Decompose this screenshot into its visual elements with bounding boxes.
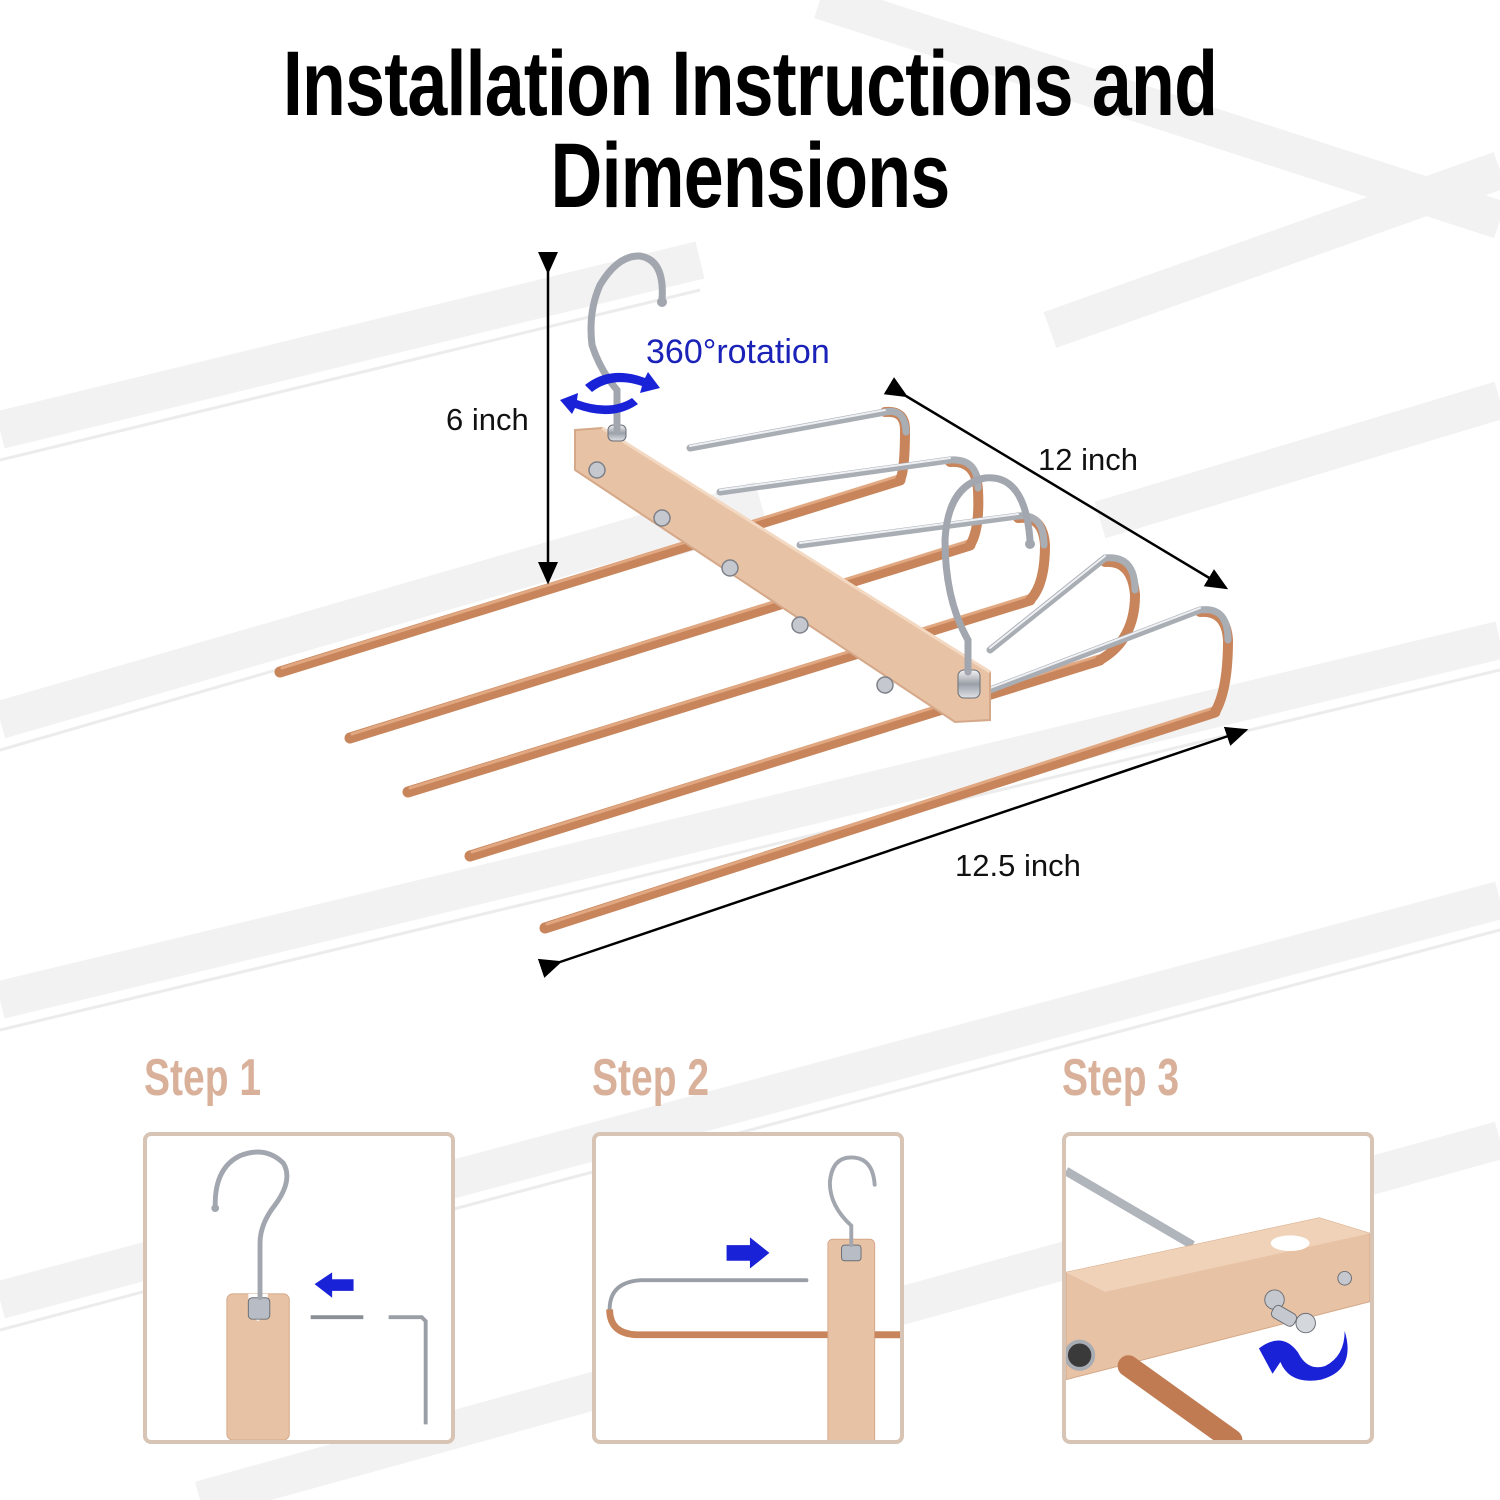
dimension-arrows: [537, 252, 1249, 978]
bolt-hole: [1066, 1339, 1096, 1371]
depth-dimension-label: 12 inch: [1038, 442, 1138, 477]
rotation-arrows-icon: [560, 372, 660, 415]
step-1-title: Step 1: [144, 1049, 262, 1107]
page-title: Installation Instructions and Dimensions: [282, 33, 1218, 227]
chrome-rod: [1066, 1167, 1195, 1249]
step-2-title: Step 2: [592, 1049, 710, 1107]
height-dimension-label: 6 inch: [446, 402, 529, 437]
curved-arrow-icon: [1258, 1330, 1348, 1381]
wooden-bar: [827, 1238, 876, 1440]
wooden-bar: [574, 424, 991, 724]
cap-nut-icon: [1264, 1289, 1316, 1334]
arrow-left-icon: [314, 1272, 354, 1298]
length-dimension-label: 12.5 inch: [955, 848, 1081, 883]
hook-icon: [212, 1149, 290, 1301]
copper-rod: [1117, 1355, 1243, 1440]
hook-barrel: [247, 1297, 271, 1320]
step-3-title: Step 3: [1062, 1049, 1180, 1107]
chrome-rod: [607, 1278, 809, 1312]
rotation-label: 360°rotation: [646, 333, 830, 371]
step-2-illustration: [592, 1132, 904, 1444]
allen-key-icon: [388, 1315, 428, 1425]
copper-rod: [606, 1309, 900, 1339]
swivel-hook-bottom: [941, 474, 1034, 676]
hanger-dimension-diagram: [274, 252, 1249, 978]
step-3-illustration: [1062, 1132, 1374, 1444]
arrow-right-icon: [726, 1237, 770, 1269]
hook-icon: [827, 1155, 877, 1248]
swivel-hook-top: [587, 252, 666, 434]
step-1-illustration: [143, 1132, 455, 1444]
